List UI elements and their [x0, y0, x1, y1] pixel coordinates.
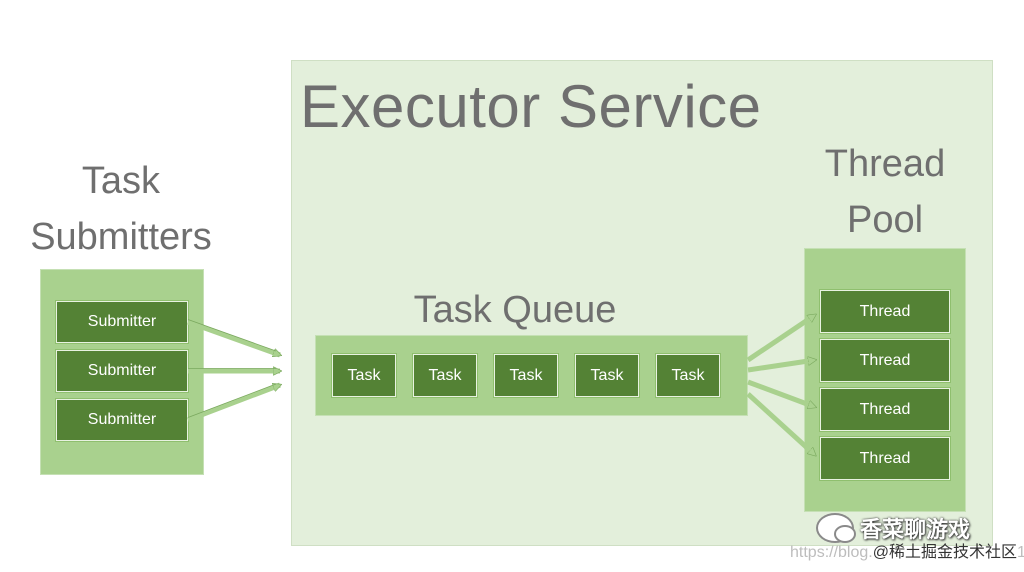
- thread-pool-title: Thread Pool: [800, 136, 970, 248]
- watermark-channel: 香菜聊游戏: [860, 517, 971, 542]
- watermark-site-name: @稀土掘金技术社区: [872, 544, 1017, 561]
- watermark: 香菜聊游戏: [816, 512, 970, 544]
- thread-box-3: Thread: [820, 388, 950, 431]
- task-box-3: Task: [494, 354, 558, 397]
- task-submitters-title-line1: Task: [81, 160, 161, 202]
- thread-pool-title-line2: Pool: [846, 199, 924, 241]
- submitter-box-3: Submitter: [56, 399, 188, 441]
- wechat-icon: [816, 513, 856, 543]
- submitter-box-1: Submitter: [56, 301, 188, 343]
- thread-pool-title-line1: Thread: [824, 143, 946, 185]
- thread-box-2: Thread: [820, 339, 950, 382]
- watermark-site-suffix: 11: [1016, 544, 1024, 561]
- task-box-5: Task: [656, 354, 720, 397]
- thread-box-4: Thread: [820, 437, 950, 480]
- task-box-1: Task: [332, 354, 396, 397]
- submitter-box-2: Submitter: [56, 350, 188, 392]
- task-submitters-title-line2: Submitters: [30, 216, 212, 258]
- task-box-4: Task: [575, 354, 639, 397]
- task-queue-title: Task Queue: [413, 289, 617, 331]
- watermark-site: https://blog.@稀土掘金技术社区11: [790, 538, 1024, 562]
- thread-box-1: Thread: [820, 290, 950, 333]
- executor-service-title: Executor Service: [300, 73, 762, 140]
- task-submitters-title: Task Submitters: [15, 153, 227, 265]
- watermark-site-prefix: https://blog.: [790, 544, 873, 561]
- task-box-2: Task: [413, 354, 477, 397]
